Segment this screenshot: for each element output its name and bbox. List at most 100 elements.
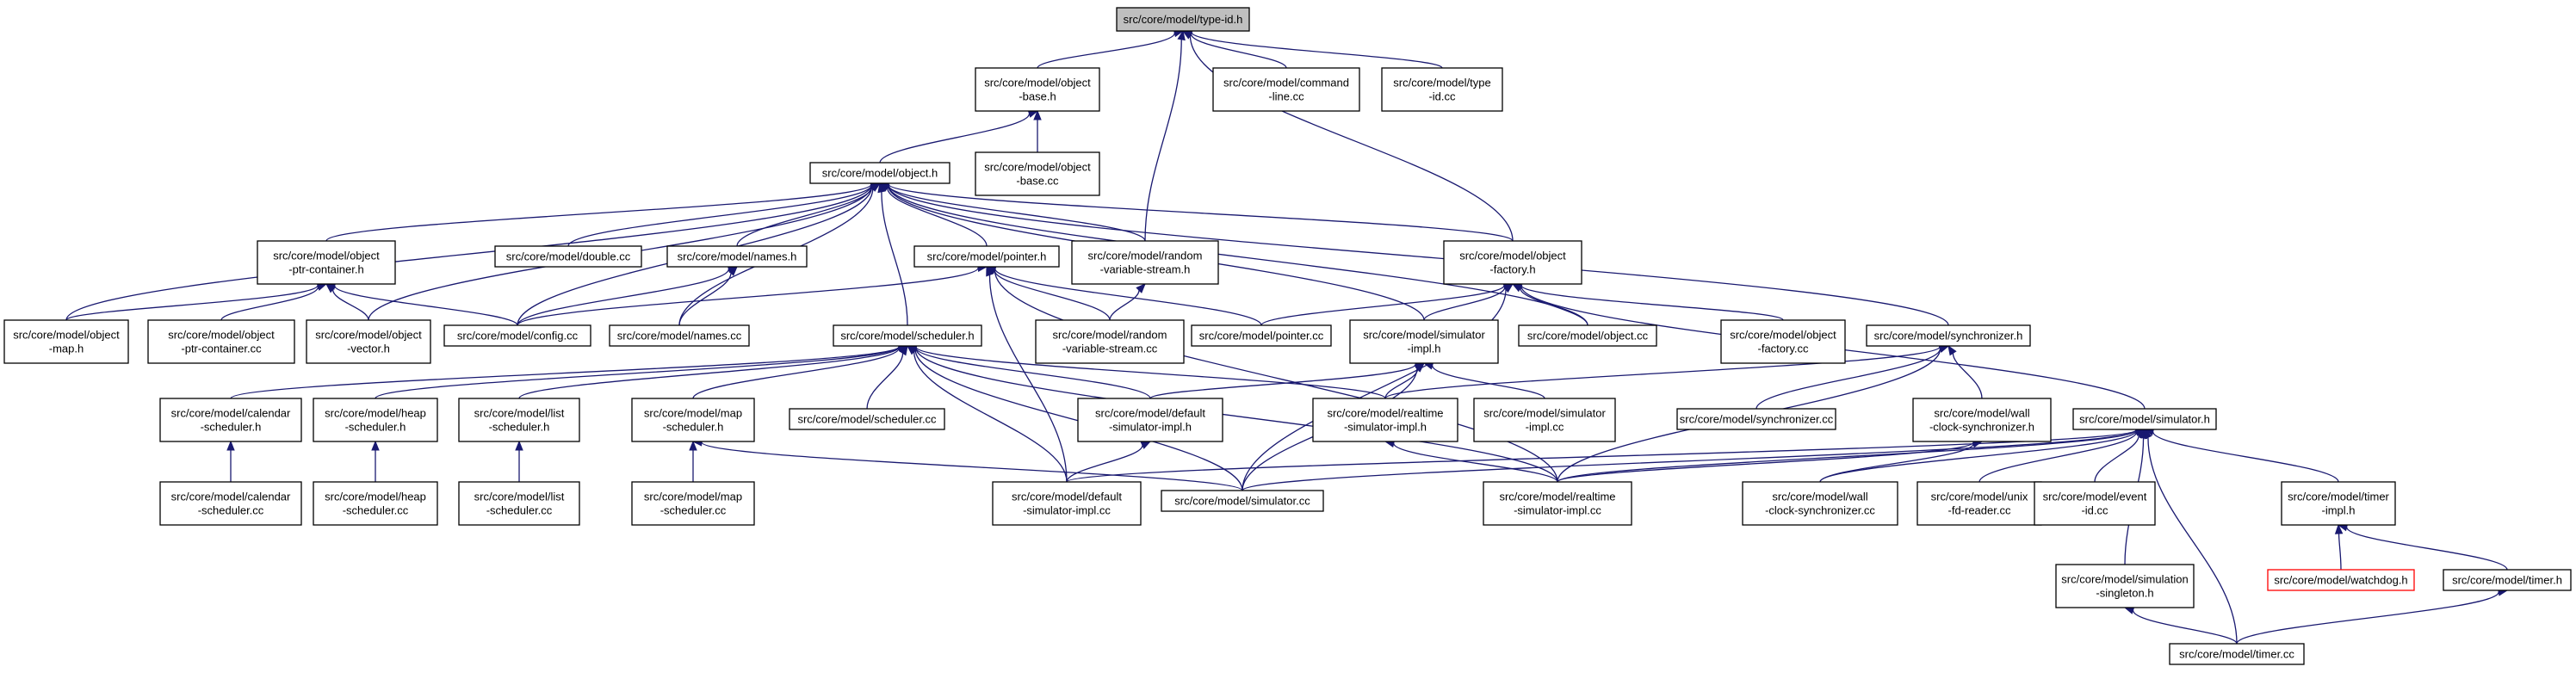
graph-node-simulator-impl-h[interactable]: src/core/model/simulator-impl.h [1349, 319, 1499, 364]
graph-node-names-h[interactable]: src/core/model/names.h [666, 245, 808, 268]
graph-node-unix-fd-reader-cc[interactable]: src/core/model/unix-fd-reader.cc [1917, 481, 2042, 526]
graph-node-timer-cc[interactable]: src/core/model/timer.cc [2169, 643, 2305, 665]
graph-node-object-base-cc[interactable]: src/core/model/object-base.cc [975, 151, 1100, 196]
graph-node-type-id-h[interactable]: src/core/model/type-id.h [1116, 7, 1250, 32]
node-box [631, 398, 755, 442]
node-label-line: src/core/model/object.cc [1527, 330, 1649, 343]
graph-node-heap-scheduler-cc[interactable]: src/core/model/heap-scheduler.cc [313, 481, 438, 526]
graph-node-config-cc[interactable]: src/core/model/config.cc [443, 324, 591, 347]
graph-node-map-scheduler-h[interactable]: src/core/model/map-scheduler.h [631, 398, 755, 442]
node-label-line: src/core/model/map [644, 407, 742, 420]
node-box [3, 319, 129, 364]
node-label-line: -fd-reader.cc [1948, 504, 2011, 517]
graph-node-object-factory-cc[interactable]: src/core/model/object-factory.cc [1720, 319, 1846, 364]
node-box [2267, 569, 2415, 591]
arrowhead-icon [899, 344, 908, 356]
dependency-edge [1242, 283, 1514, 491]
graph-node-scheduler-cc[interactable]: src/core/model/scheduler.cc [789, 408, 945, 430]
node-label-line: -impl.h [1407, 343, 1440, 355]
graph-node-pointer-cc[interactable]: src/core/model/pointer.cc [1191, 324, 1332, 347]
node-label-line: src/core/model/simulation [2061, 573, 2188, 586]
node-box [1912, 398, 2052, 442]
node-box [458, 398, 580, 442]
dependency-edge [877, 182, 908, 326]
graph-node-scheduler-h[interactable]: src/core/model/scheduler.h [833, 324, 982, 347]
graph-node-list-scheduler-cc[interactable]: src/core/model/list-scheduler.cc [458, 481, 580, 526]
graph-node-simulator-impl-cc[interactable]: src/core/model/simulator-impl.cc [1473, 398, 1616, 442]
node-box [313, 481, 438, 526]
dependency-edge [2337, 523, 2508, 571]
graph-node-realtime-simulator-impl-cc[interactable]: src/core/model/realtime-simulator-impl.c… [1483, 481, 1632, 526]
node-label-line: src/core/model/list [474, 491, 565, 503]
node-box [609, 324, 750, 347]
arrowhead-icon [870, 182, 882, 192]
graph-node-object-base-h[interactable]: src/core/model/object-base.h [975, 67, 1100, 112]
graph-node-simulator-cc[interactable]: src/core/model/simulator.cc [1161, 490, 1324, 512]
node-label-line: src/core/model/map [644, 491, 742, 503]
graph-node-simulation-singleton-h[interactable]: src/core/model/simulation-singleton.h [2055, 564, 2195, 608]
graph-node-wall-clock-synchronizer-h[interactable]: src/core/model/wall-clock-synchronizer.h [1912, 398, 2052, 442]
graph-node-object-map-h[interactable]: src/core/model/object-map.h [3, 319, 129, 364]
node-label-line: src/core/model/synchronizer.h [1874, 330, 2023, 343]
graph-node-command-line-cc[interactable]: src/core/model/command-line.cc [1212, 67, 1360, 112]
node-label-line: -clock-synchronizer.h [1929, 421, 2034, 434]
node-label-line: src/core/model/heap [325, 491, 426, 503]
graph-node-map-scheduler-cc[interactable]: src/core/model/map-scheduler.cc [631, 481, 755, 526]
node-box [975, 151, 1100, 196]
dependency-edge [866, 344, 908, 410]
graph-node-default-simulator-impl-cc[interactable]: src/core/model/default-simulator-impl.cc [992, 481, 1142, 526]
node-box [306, 319, 431, 364]
node-label-line: src/core/model/scheduler.cc [797, 413, 937, 426]
graph-node-simulator-h[interactable]: src/core/model/simulator.h [2072, 408, 2217, 430]
graph-node-names-cc[interactable]: src/core/model/names.cc [609, 324, 750, 347]
node-box [159, 398, 302, 442]
node-label-line: -ptr-container.cc [181, 343, 262, 355]
node-box [1071, 240, 1219, 285]
graph-node-random-variable-stream-h[interactable]: src/core/model/random-variable-stream.h [1071, 240, 1219, 285]
node-label-line: src/core/model/object [273, 250, 380, 262]
node-label-line: src/core/model/scheduler.h [840, 330, 974, 343]
node-box [2169, 643, 2305, 665]
graph-node-synchronizer-cc[interactable]: src/core/model/synchronizer.cc [1676, 408, 1836, 430]
graph-node-object-h[interactable]: src/core/model/object.h [809, 162, 951, 184]
graph-node-calendar-scheduler-h[interactable]: src/core/model/calendar-scheduler.h [159, 398, 302, 442]
graph-node-default-simulator-impl-h[interactable]: src/core/model/default-simulator-impl.h [1077, 398, 1223, 442]
graph-node-object-factory-h[interactable]: src/core/model/object-factory.h [1443, 240, 1582, 285]
graph-node-object-ptr-container-h[interactable]: src/core/model/object-ptr-container.h [257, 240, 396, 285]
graph-node-timer-impl-h[interactable]: src/core/model/timer-impl.h [2281, 481, 2396, 526]
graph-node-object-ptr-container-cc[interactable]: src/core/model/object-ptr-container.cc [147, 319, 295, 364]
arrowhead-icon [1947, 344, 1957, 356]
dependency-edge [1144, 29, 1186, 242]
graph-node-event-id-cc[interactable]: src/core/model/event-id.cc [2034, 481, 2156, 526]
node-label-line: src/core/model/event [2043, 491, 2147, 503]
node-box [2055, 564, 2195, 608]
node-label-line: src/core/model/timer.cc [2179, 648, 2294, 661]
node-box [1381, 67, 1503, 112]
graph-node-type-id-cc[interactable]: src/core/model/type-id.cc [1381, 67, 1503, 112]
graph-node-pointer-h[interactable]: src/core/model/pointer.h [913, 245, 1060, 268]
graph-node-timer-h[interactable]: src/core/model/timer.h [2443, 569, 2572, 591]
dependency-edge [325, 180, 882, 242]
graph-node-calendar-scheduler-cc[interactable]: src/core/model/calendar-scheduler.cc [159, 481, 302, 526]
dependency-edge [2094, 429, 2146, 483]
graph-node-list-scheduler-h[interactable]: src/core/model/list-scheduler.h [458, 398, 580, 442]
node-label-line: src/core/model/object [168, 329, 275, 342]
node-label-line: -scheduler.cc [660, 504, 727, 517]
node-label-line: src/core/model/list [474, 407, 565, 420]
node-label-line: src/core/model/config.cc [457, 330, 579, 343]
graph-node-random-variable-stream-cc[interactable]: src/core/model/random-variable-stream.cc [1035, 319, 1185, 364]
graph-node-double-cc[interactable]: src/core/model/double.cc [494, 245, 642, 268]
graph-node-heap-scheduler-h[interactable]: src/core/model/heap-scheduler.h [313, 398, 438, 442]
node-box [1676, 408, 1836, 430]
node-label-line: src/core/model/heap [325, 407, 426, 420]
graph-node-wall-clock-synchronizer-cc[interactable]: src/core/model/wall-clock-synchronizer.c… [1742, 481, 1898, 526]
graph-node-synchronizer-h[interactable]: src/core/model/synchronizer.h [1866, 324, 2031, 347]
node-box [1116, 7, 1250, 32]
dependency-edge [1181, 30, 1514, 242]
graph-node-object-cc[interactable]: src/core/model/object.cc [1518, 324, 1657, 347]
node-label-line: src/core/model/random [1053, 329, 1167, 342]
graph-node-watchdog-h[interactable]: src/core/model/watchdog.h [2267, 569, 2415, 591]
graph-node-realtime-simulator-impl-h[interactable]: src/core/model/realtime-simulator-impl.h [1312, 398, 1458, 442]
graph-node-object-vector-h[interactable]: src/core/model/object-vector.h [306, 319, 431, 364]
